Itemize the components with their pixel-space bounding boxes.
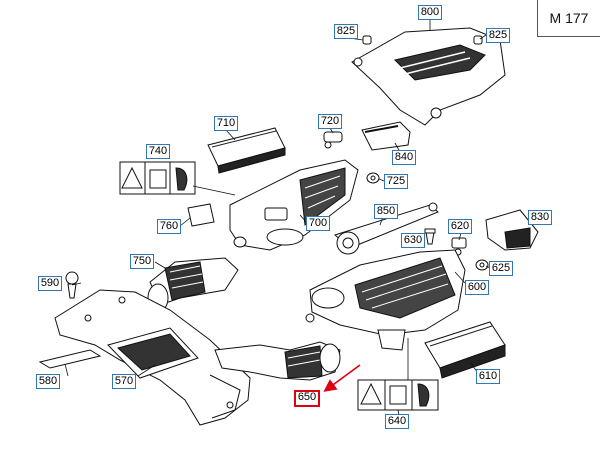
air-filter-housing-600 bbox=[305, 249, 466, 351]
part-label-850[interactable]: 850 bbox=[374, 204, 398, 219]
air-filter-element-610 bbox=[424, 321, 506, 379]
part-label-840[interactable]: 840 bbox=[392, 150, 416, 165]
part-label-590[interactable]: 590 bbox=[38, 276, 62, 291]
nut-725 bbox=[366, 172, 380, 184]
plate-580 bbox=[38, 349, 102, 369]
part-label-740[interactable]: 740 bbox=[146, 144, 170, 159]
part-label-630[interactable]: 630 bbox=[401, 233, 425, 248]
part-label-830[interactable]: 830 bbox=[528, 210, 552, 225]
clip-590 bbox=[65, 271, 79, 299]
part-label-625[interactable]: 625 bbox=[489, 261, 513, 276]
part-label-825-left[interactable]: 825 bbox=[334, 24, 358, 39]
screw-630 bbox=[424, 228, 436, 245]
part-label-640[interactable]: 640 bbox=[385, 414, 409, 429]
warning-sign-740 bbox=[119, 161, 196, 195]
air-duct-750 bbox=[147, 257, 239, 313]
part-label-800[interactable]: 800 bbox=[418, 5, 442, 20]
part-label-620[interactable]: 620 bbox=[448, 219, 472, 234]
cover-nut-right bbox=[473, 35, 483, 45]
part-label-710[interactable]: 710 bbox=[214, 116, 238, 131]
engine-cover-part bbox=[351, 27, 506, 126]
bracket-850 bbox=[333, 202, 439, 255]
bracket-840 bbox=[361, 121, 411, 151]
part-label-600[interactable]: 600 bbox=[465, 280, 489, 295]
nut-625 bbox=[475, 259, 489, 271]
connector-720 bbox=[323, 131, 343, 149]
cover-830 bbox=[485, 209, 539, 251]
cover-nut-left bbox=[362, 35, 372, 45]
model-code-box: M 177 bbox=[537, 0, 600, 37]
intake-duct-570 bbox=[54, 289, 251, 426]
part-label-570[interactable]: 570 bbox=[112, 374, 136, 389]
part-label-720[interactable]: 720 bbox=[318, 114, 342, 129]
part-label-750[interactable]: 750 bbox=[130, 254, 154, 269]
warning-sign-640 bbox=[357, 379, 439, 411]
highlight-arrow bbox=[323, 364, 361, 392]
air-filter-element-710 bbox=[207, 127, 286, 174]
part-label-580[interactable]: 580 bbox=[36, 374, 60, 389]
part-label-725[interactable]: 725 bbox=[384, 174, 408, 189]
part-label-760[interactable]: 760 bbox=[157, 219, 181, 234]
label-760 bbox=[187, 203, 215, 227]
part-label-700[interactable]: 700 bbox=[306, 216, 330, 231]
part-label-650-highlighted[interactable]: 650 bbox=[294, 390, 320, 407]
part-label-610[interactable]: 610 bbox=[476, 369, 500, 384]
part-label-825-right[interactable]: 825 bbox=[486, 28, 510, 43]
air-filter-housing-700 bbox=[229, 159, 359, 251]
air-duct-650 bbox=[214, 341, 341, 381]
